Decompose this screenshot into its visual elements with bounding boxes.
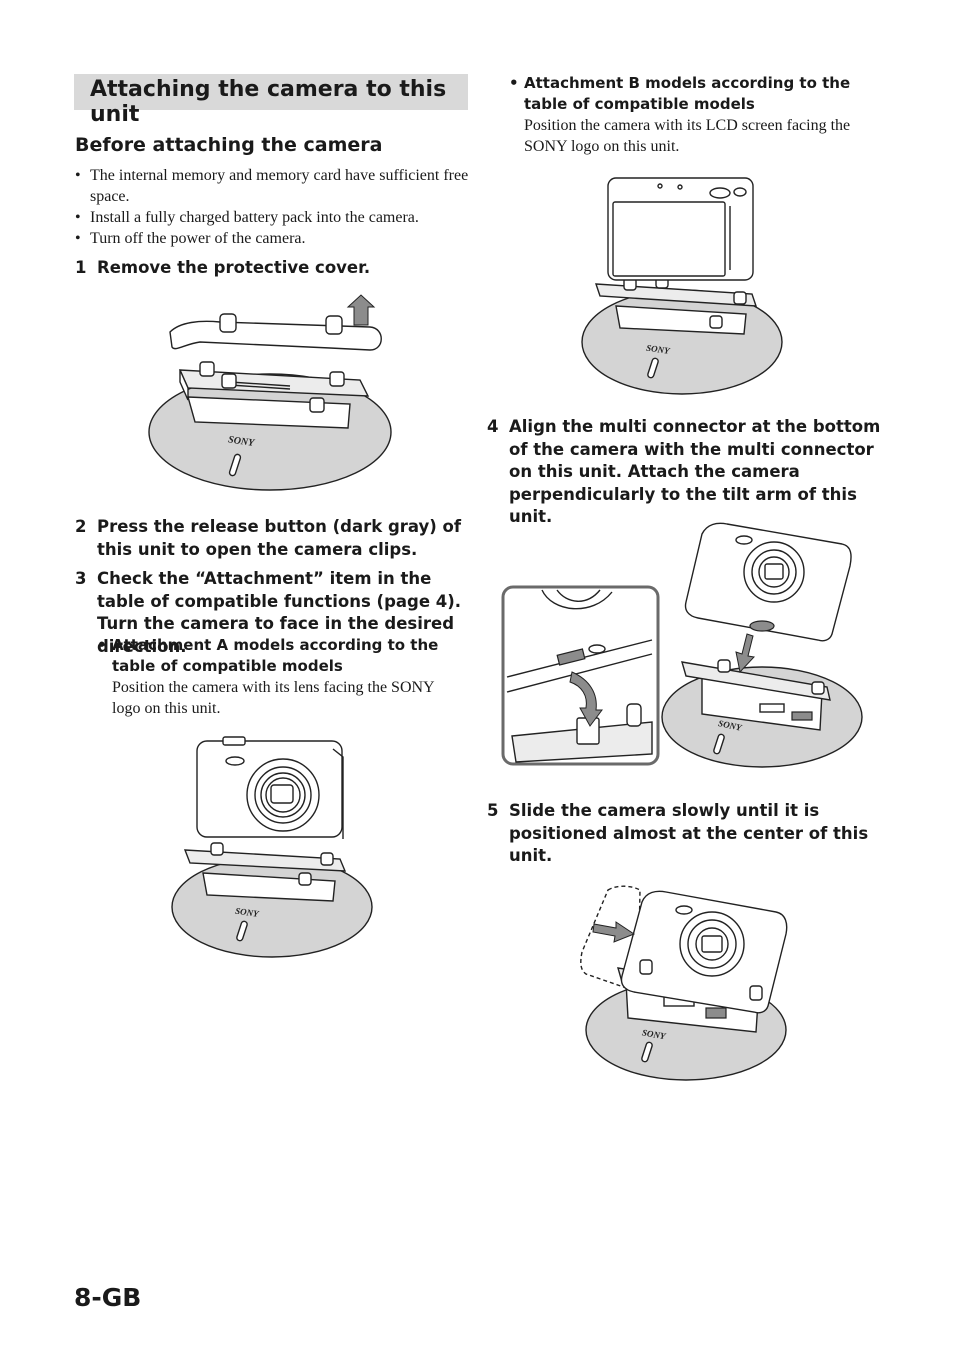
detail-inset <box>501 585 660 766</box>
step-5: 5 Slide the camera slowly until it is po… <box>487 800 897 868</box>
step-text: Slide the camera slowly until it is posi… <box>509 801 869 865</box>
step-text: Press the release button (dark gray) of … <box>97 517 462 559</box>
attachment-a-illustration: SONY <box>171 736 373 958</box>
slide-arrow-icon <box>592 921 636 943</box>
curved-arrow-icon <box>569 671 603 727</box>
step-number: 2 <box>75 517 87 536</box>
step-text: Remove the protective cover. <box>97 258 371 277</box>
down-arrow-icon <box>735 633 756 674</box>
sony-logo: SONY <box>641 1027 667 1041</box>
attachment-b-title: Attachment B models according to the tab… <box>509 73 889 115</box>
step-number: 4 <box>487 417 499 436</box>
connector-alignment-illustration: SONY <box>501 522 863 768</box>
before-heading: Before attaching the camera <box>75 134 383 156</box>
step-4: 4 Align the multi connector at the botto… <box>487 416 897 529</box>
step-text: Align the multi connector at the bottom … <box>509 417 881 526</box>
step-number: 5 <box>487 801 499 820</box>
lcd-screen <box>612 201 726 277</box>
lift-arrow-icon <box>346 294 376 326</box>
sony-logo: SONY <box>235 906 261 919</box>
clip-knob <box>309 397 325 413</box>
lens-icon <box>764 563 784 580</box>
clip-knob <box>329 371 345 387</box>
slide-camera-illustration: SONY <box>580 885 788 1081</box>
bullet-item: The internal memory and memory card have… <box>75 165 470 207</box>
camera-connector <box>556 648 586 666</box>
section-title: Attaching the camera to this unit <box>90 77 447 127</box>
base-disc <box>171 856 373 958</box>
section-heading: Attaching the camera to this unit <box>74 74 468 127</box>
tilt-arm <box>183 849 347 872</box>
bullet-item: Install a fully charged battery pack int… <box>75 207 470 228</box>
lens-icon <box>270 784 294 804</box>
step-number: 3 <box>75 569 87 588</box>
protective-cover-illustration: SONY <box>148 294 392 491</box>
attachment-b-block: Attachment B models according to the tab… <box>509 73 889 157</box>
attachment-a-desc: Position the camera with its lens facing… <box>112 679 435 717</box>
lens-icon <box>701 935 723 953</box>
clip-knob <box>221 373 237 389</box>
page-number: 8-GB <box>74 1283 142 1312</box>
attachment-b-desc: Position the camera with its LCD screen … <box>524 117 851 155</box>
attachment-b-illustration: SONY <box>581 177 783 395</box>
step-number: 1 <box>75 258 87 277</box>
sony-logo: SONY <box>646 343 672 356</box>
step-2: 2 Press the release button (dark gray) o… <box>75 516 470 561</box>
attachment-a-title: Attachment A models according to the tab… <box>97 635 457 677</box>
bullet-item: Turn off the power of the camera. <box>75 228 470 249</box>
attachment-a-block: Attachment A models according to the tab… <box>97 635 457 719</box>
multi-connector <box>749 620 775 632</box>
before-bullet-list: The internal memory and memory card have… <box>75 165 470 249</box>
sony-logo: SONY <box>227 434 255 449</box>
protective-cover <box>169 320 382 351</box>
clip-knob <box>199 361 215 377</box>
slot-mark <box>228 453 242 477</box>
step-1: 1 Remove the protective cover. <box>75 257 470 280</box>
previous-position-outline <box>580 885 641 993</box>
